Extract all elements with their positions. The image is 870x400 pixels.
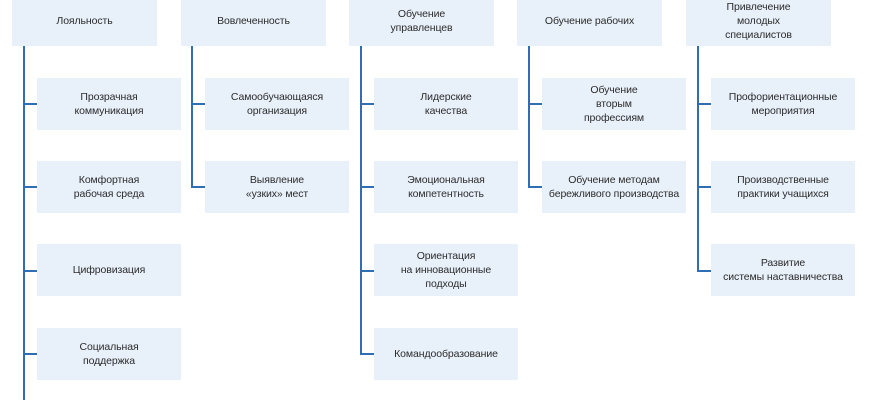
column-header-loyalty: Лояльность <box>12 0 157 46</box>
connector-trunk-loyalty <box>23 46 25 400</box>
connector-trunk-young-specialists <box>697 46 699 271</box>
connector-branch <box>360 270 374 272</box>
node-leadership-qualities: Лидерские качества <box>374 78 518 130</box>
column-header-young-specialists: Привлечение молодых специалистов <box>686 0 831 46</box>
connector-trunk-worker-training <box>528 46 530 188</box>
node-student-internships: Производственные практики учащихся <box>711 161 855 213</box>
node-innovation-orientation: Ориентация на инновационные подходы <box>374 244 518 296</box>
connector-branch <box>23 103 37 105</box>
connector-branch <box>360 103 374 105</box>
connector-branch <box>528 186 542 188</box>
node-social-support: Социальная поддержка <box>37 328 181 380</box>
connector-branch <box>191 186 205 188</box>
node-bottleneck-detection: Выявление «узких» мест <box>205 161 349 213</box>
connector-branch <box>528 103 542 105</box>
connector-branch <box>23 186 37 188</box>
connector-branch <box>191 103 205 105</box>
node-transparent-communication: Прозрачная коммуникация <box>37 78 181 130</box>
node-mentoring-system: Развитие системы наставничества <box>711 244 855 296</box>
connector-branch <box>360 353 374 355</box>
column-header-worker-training: Обучение рабочих <box>517 0 662 46</box>
connector-branch <box>697 103 711 105</box>
column-header-manager-training: Обучение управленцев <box>349 0 494 46</box>
connector-branch <box>697 270 711 272</box>
node-career-guidance: Профориентационные мероприятия <box>711 78 855 130</box>
connector-branch <box>23 353 37 355</box>
connector-branch <box>23 270 37 272</box>
node-second-professions: Обучение вторым профессиям <box>542 78 686 130</box>
node-digitalization: Цифровизация <box>37 244 181 296</box>
connector-trunk-engagement <box>191 46 193 188</box>
node-lean-production: Обучение методам бережливого производств… <box>542 161 686 213</box>
node-emotional-competence: Эмоциональная компетентность <box>374 161 518 213</box>
node-team-building: Командообразование <box>374 328 518 380</box>
column-header-engagement: Вовлеченность <box>181 0 326 46</box>
node-comfortable-environment: Комфортная рабочая среда <box>37 161 181 213</box>
connector-trunk-manager-training <box>360 46 362 355</box>
connector-branch <box>360 186 374 188</box>
connector-branch <box>697 186 711 188</box>
node-self-learning-organization: Самообучающаяся организация <box>205 78 349 130</box>
